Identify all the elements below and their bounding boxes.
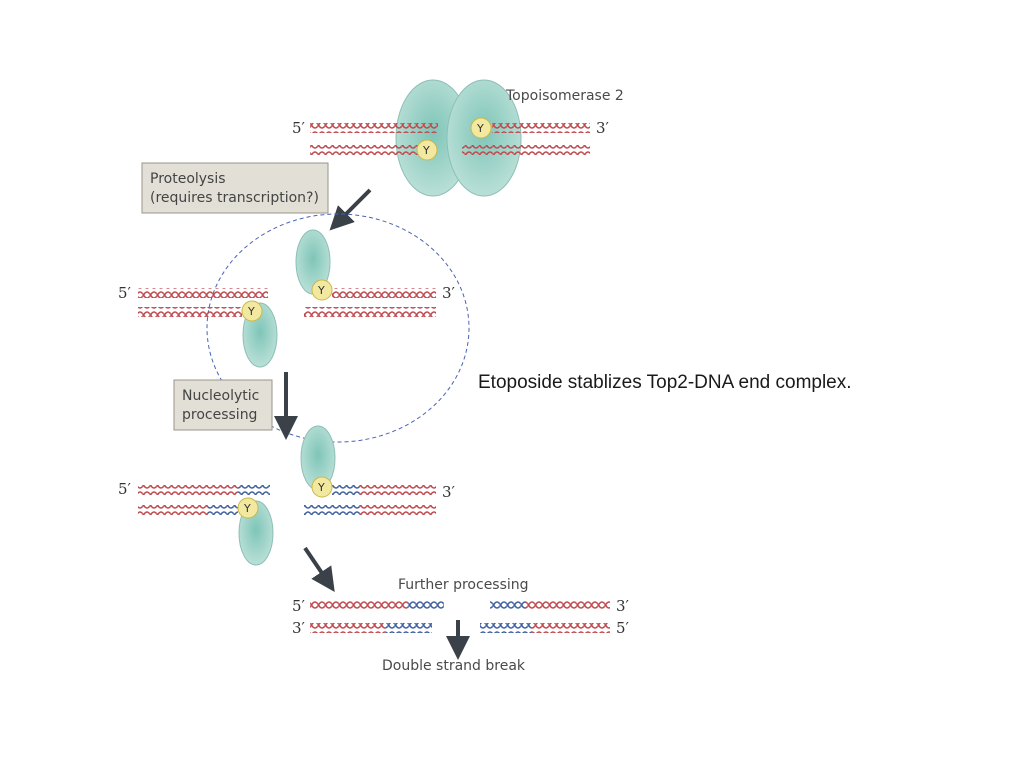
stage-proteolysis: 5′ 3′ Y Y — [118, 229, 456, 368]
svg-text:Y: Y — [317, 284, 325, 297]
dna-strand-bottom-left — [310, 145, 418, 155]
dna-3prime-label: 3′ — [442, 284, 456, 302]
proteolysis-line-1: Proteolysis — [150, 171, 226, 187]
caption-text: Etoposide stablizes Top2-DNA end complex… — [478, 372, 852, 393]
svg-text:Y: Y — [422, 144, 430, 157]
dna-strand-bottom-right — [462, 145, 590, 155]
dna-strand-top-right-red — [526, 601, 610, 611]
highlight-circle — [206, 213, 470, 443]
dna-strand-top-left-red — [310, 601, 408, 611]
arrow-further — [303, 546, 335, 592]
dna-strand-bottom-right — [304, 307, 436, 317]
arrow-proteolysis — [329, 188, 372, 231]
dna-5prime-label: 5′ — [292, 597, 306, 615]
tyrosine-marker: Y — [237, 497, 259, 519]
tyrosine-marker: Y — [311, 279, 333, 301]
proteolysis-line-2: (requires transcription?) — [150, 190, 319, 206]
dna-strand-top-right-blue — [490, 601, 526, 611]
further-processing-label: Further processing — [398, 577, 529, 593]
tyrosine-marker: Y — [241, 300, 263, 322]
topoisomerase-label: Topoisomerase 2 — [505, 88, 624, 104]
dna-5prime-label: 5′ — [118, 284, 132, 302]
dna-5prime-label: 5′ — [292, 119, 306, 137]
double-strand-break-label: Double strand break — [382, 658, 526, 674]
dna-strand-bottom-right-blue — [480, 623, 532, 633]
dna-3prime-label: 3′ — [596, 119, 610, 137]
dna-strand-top-right-red — [360, 485, 436, 495]
dna-strand-top-left — [310, 123, 438, 133]
dna-strand-bottom-left — [138, 307, 242, 317]
svg-text:Y: Y — [317, 481, 325, 494]
dna-strand-bottom-left-blue — [208, 505, 238, 515]
nucleolytic-line-1: Nucleolytic — [182, 388, 259, 404]
dna-5prime-label: 5′ — [118, 480, 132, 498]
dna-strand-top-left-blue — [408, 601, 444, 611]
tyrosine-marker: Y — [416, 139, 438, 161]
dna-strand-bottom-left-red — [310, 623, 386, 633]
svg-text:Y: Y — [476, 122, 484, 135]
dna-strand-top-left — [138, 288, 268, 298]
dna-strand-top-right-blue — [332, 485, 360, 495]
stage-further-processing: Further processing 5′ 3′ 3′ 5′ — [292, 577, 630, 637]
nucleolytic-box: Nucleolytic processing — [173, 379, 273, 431]
dna-5prime-label: 5′ — [616, 619, 630, 637]
svg-text:Y: Y — [243, 502, 251, 515]
dna-3prime-label: 3′ — [292, 619, 306, 637]
svg-text:Y: Y — [247, 305, 255, 318]
stage-top2-complex: Topoisomerase 2 5′ 3′ Y Y — [292, 79, 624, 197]
dna-strand-bottom-right-blue — [304, 505, 360, 515]
dna-strand-top-right — [332, 288, 436, 298]
dna-strand-top-left-blue — [238, 485, 270, 495]
dna-strand-bottom-right-red — [532, 623, 610, 633]
proteolysis-box: Proteolysis (requires transcription?) — [141, 162, 329, 214]
dna-strand-bottom-left-blue — [386, 623, 432, 633]
dna-3prime-label: 3′ — [616, 597, 630, 615]
tyrosine-marker: Y — [311, 476, 333, 498]
dna-strand-top-right — [492, 123, 590, 133]
dna-3prime-label: 3′ — [442, 483, 456, 501]
stage-nucleolytic: 5′ 3′ Y Y — [118, 425, 456, 566]
nucleolytic-line-2: processing — [182, 407, 257, 423]
dna-strand-top-left-red — [138, 485, 238, 495]
dna-strand-bottom-left-red — [138, 505, 208, 515]
dna-strand-bottom-right-red — [360, 505, 436, 515]
tyrosine-marker: Y — [470, 117, 492, 139]
